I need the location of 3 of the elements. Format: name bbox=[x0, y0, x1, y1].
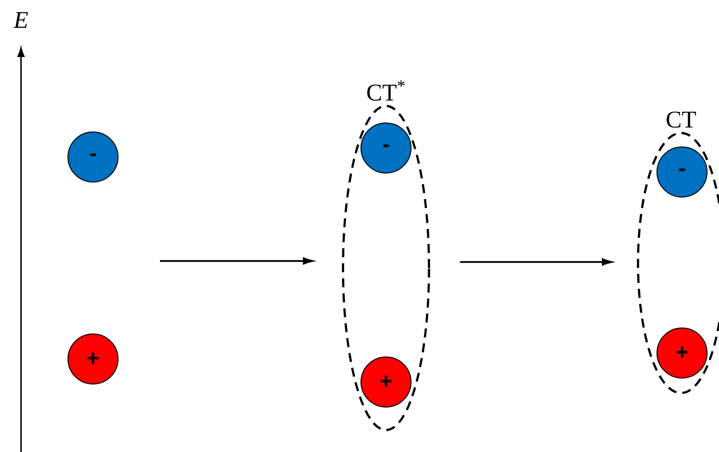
axis-label: E bbox=[13, 12, 28, 28]
node-label: CT bbox=[666, 112, 696, 128]
node-label: CT$^{*}$ bbox=[367, 80, 404, 101]
